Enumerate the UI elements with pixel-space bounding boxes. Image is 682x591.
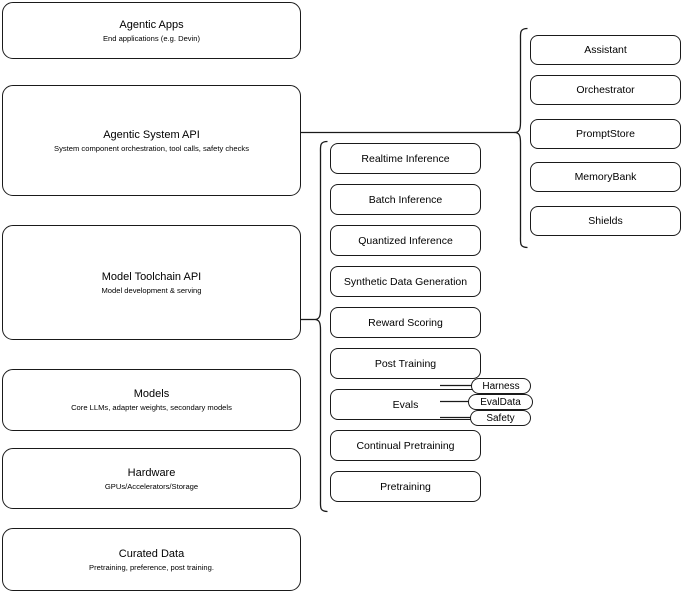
system-component-promptstore[interactable]: PromptStore (530, 119, 681, 149)
toolchain-component-pretraining[interactable]: Pretraining (330, 471, 481, 502)
brace-system-components (514, 27, 528, 249)
layer-agentic-apps[interactable]: Agentic Apps End applications (e.g. Devi… (2, 2, 301, 59)
chip-label: MemoryBank (574, 171, 637, 183)
layer-subtitle: Model development & serving (101, 285, 202, 295)
chip-label: Batch Inference (368, 193, 443, 206)
toolchain-component-synthetic-data-generation[interactable]: Synthetic Data Generation (330, 266, 481, 297)
layer-title: Curated Data (118, 547, 185, 560)
layer-title: Model Toolchain API (101, 270, 202, 283)
brace-toolchain-components (314, 140, 328, 513)
layer-title: Hardware (127, 466, 176, 479)
layer-models[interactable]: Models Core LLMs, adapter weights, secon… (2, 369, 301, 431)
layer-subtitle: System component orchestration, tool cal… (54, 143, 249, 153)
chip-label: Synthetic Data Generation (343, 275, 468, 288)
pill-label: Harness (482, 380, 520, 392)
system-component-memorybank[interactable]: MemoryBank (530, 162, 681, 192)
system-component-orchestrator[interactable]: Orchestrator (530, 75, 681, 105)
toolchain-component-quantized-inference[interactable]: Quantized Inference (330, 225, 481, 256)
toolchain-component-realtime-inference[interactable]: Realtime Inference (330, 143, 481, 174)
layer-agentic-system-api[interactable]: Agentic System API System component orch… (2, 85, 301, 196)
layer-subtitle: Pretraining, preference, post training. (89, 562, 214, 572)
evals-subcomponent-evaldata[interactable]: EvalData (468, 394, 533, 410)
layer-title: Agentic System API (103, 128, 200, 141)
system-component-shields[interactable]: Shields (530, 206, 681, 236)
layer-subtitle: GPUs/Accelerators/Storage (104, 481, 199, 491)
toolchain-component-reward-scoring[interactable]: Reward Scoring (330, 307, 481, 338)
chip-label: Reward Scoring (368, 316, 443, 329)
chip-label: Pretraining (380, 480, 431, 493)
toolchain-component-batch-inference[interactable]: Batch Inference (330, 184, 481, 215)
chip-label: Post Training (374, 357, 437, 370)
chip-label: PromptStore (576, 128, 635, 140)
layer-title: Agentic Apps (119, 18, 184, 31)
pill-label: EvalData (480, 396, 521, 408)
chip-label: Realtime Inference (361, 152, 450, 165)
chip-label: Evals (392, 398, 419, 411)
evals-subcomponent-safety[interactable]: Safety (470, 410, 531, 426)
toolchain-component-continual-pretraining[interactable]: Continual Pretraining (330, 430, 481, 461)
chip-label: Assistant (584, 44, 627, 56)
toolchain-component-post-training[interactable]: Post Training (330, 348, 481, 379)
chip-label: Continual Pretraining (356, 439, 455, 452)
layer-subtitle: Core LLMs, adapter weights, secondary mo… (71, 403, 232, 412)
layer-hardware[interactable]: Hardware GPUs/Accelerators/Storage (2, 448, 301, 509)
layer-curated-data[interactable]: Curated Data Pretraining, preference, po… (2, 528, 301, 591)
system-component-assistant[interactable]: Assistant (530, 35, 681, 65)
pill-label: Safety (486, 412, 515, 424)
toolchain-component-evals[interactable]: Evals (330, 389, 481, 420)
evals-subcomponent-harness[interactable]: Harness (471, 378, 531, 394)
layer-title: Models (133, 388, 170, 400)
layer-model-toolchain-api[interactable]: Model Toolchain API Model development & … (2, 225, 301, 340)
layer-subtitle: End applications (e.g. Devin) (102, 33, 201, 43)
chip-label: Quantized Inference (358, 234, 453, 247)
chip-label: Shields (588, 215, 623, 227)
chip-label: Orchestrator (576, 84, 635, 96)
